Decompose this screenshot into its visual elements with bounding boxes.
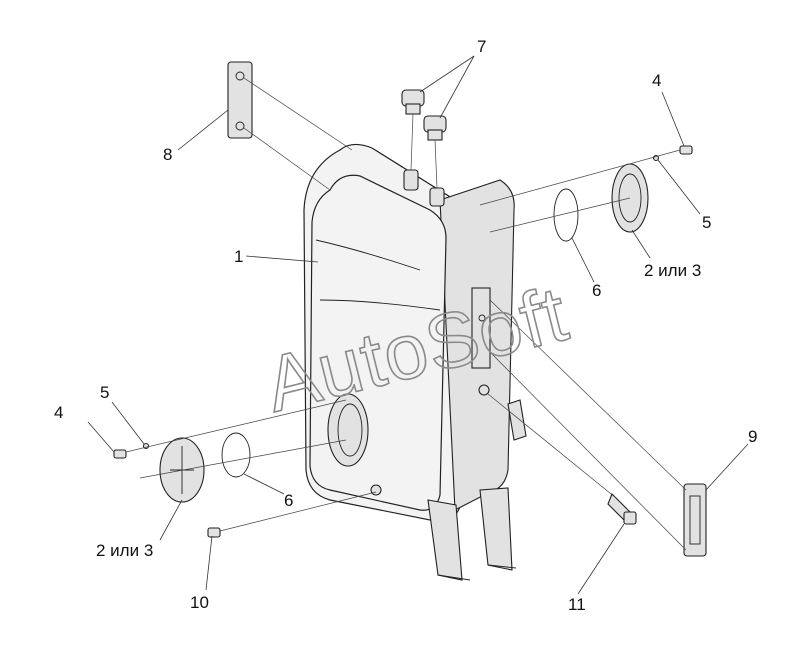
cap-top-right [423, 115, 447, 141]
callout-5-right: 5 [702, 213, 711, 232]
leader-lines [87, 55, 749, 595]
callout-10: 10 [190, 593, 209, 612]
level-gauge-9 [683, 483, 707, 557]
callout-4-right: 4 [652, 71, 661, 90]
callout-6-left: 6 [284, 491, 293, 510]
callout-2-or-3-right: 2 или 3 [644, 261, 701, 280]
seal-ring-left [221, 432, 251, 478]
callout-8: 8 [163, 145, 172, 164]
callout-7: 7 [477, 37, 486, 56]
callout-6-right: 6 [592, 281, 601, 300]
callout-1: 1 [234, 247, 243, 266]
cap-top-left [401, 89, 425, 115]
sensor-11 [607, 493, 637, 525]
callout-11: 11 [568, 595, 586, 614]
bracket-8 [227, 61, 253, 139]
screw-4-right [679, 145, 693, 155]
callout-9: 9 [748, 427, 757, 446]
seal-ring-right [553, 188, 579, 242]
tank-body [303, 143, 527, 581]
screw-4-left [113, 449, 127, 459]
plug-10 [207, 527, 221, 538]
callout-4-left: 4 [54, 403, 63, 422]
callout-5-left: 5 [100, 383, 109, 402]
callout-2-or-3-left: 2 или 3 [96, 541, 153, 560]
